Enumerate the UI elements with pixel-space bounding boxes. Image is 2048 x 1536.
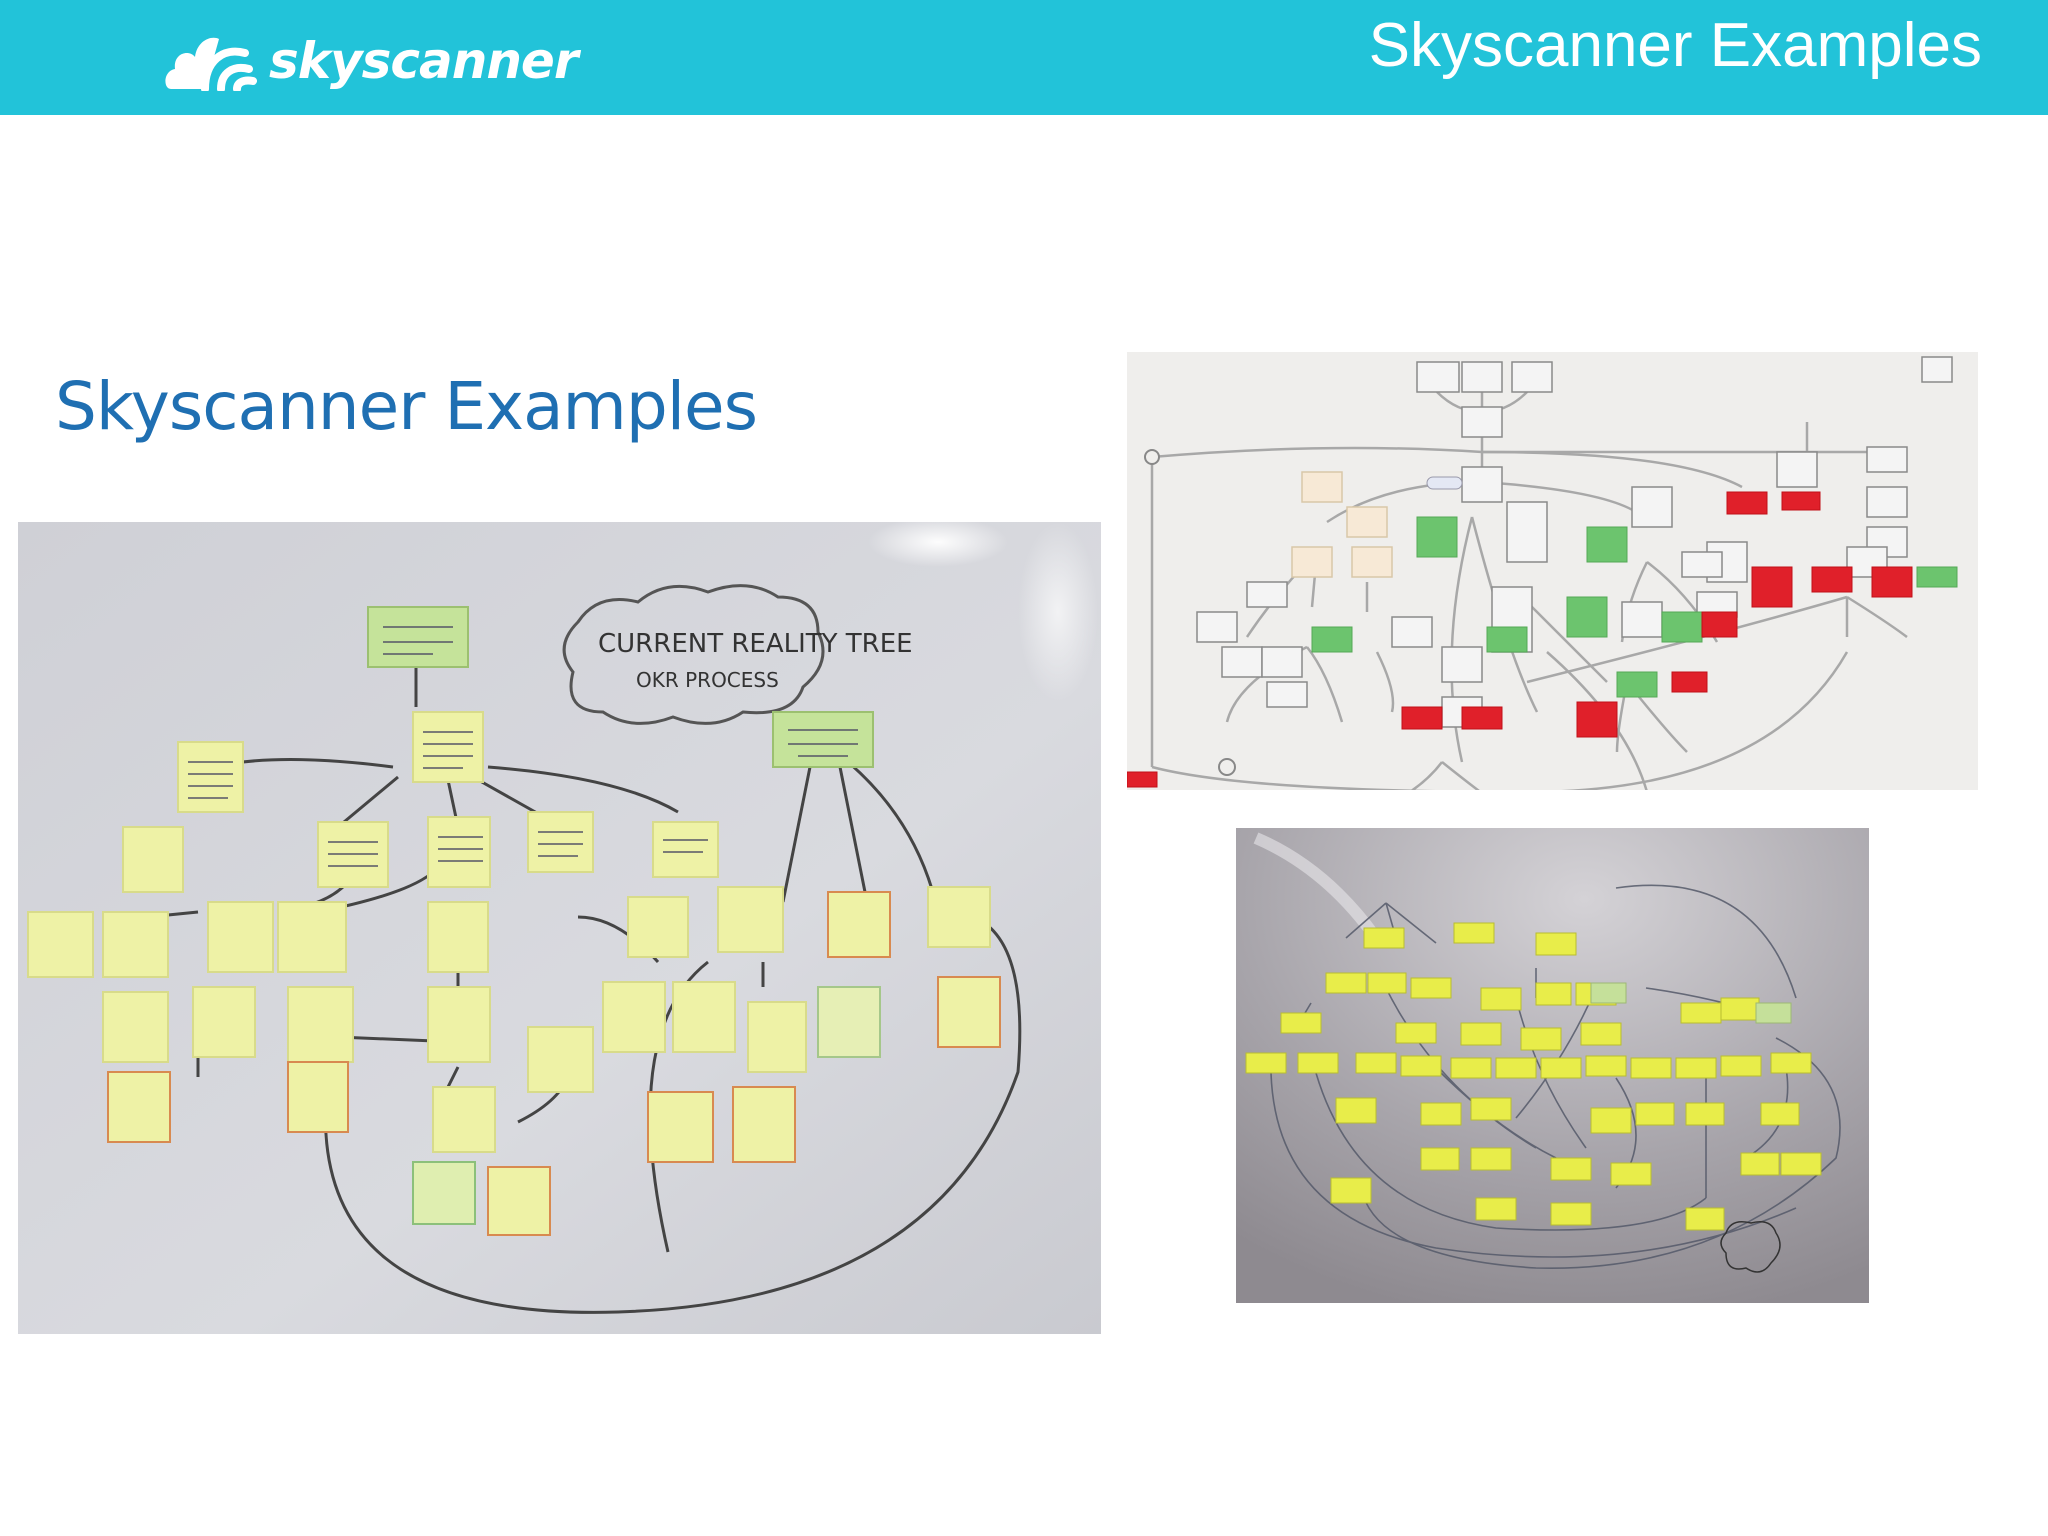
brand-name: skyscanner	[269, 32, 579, 90]
digital-tree-illustration	[1127, 352, 1978, 790]
slide-title: Skyscanner Examples	[55, 368, 758, 445]
cloud-caption-line2: OKR PROCESS	[636, 668, 779, 692]
wall-sticky-notes-photo	[1236, 828, 1869, 1303]
whiteboard-photo: CURRENT REALITY TREE OKR PROCESS	[18, 522, 1101, 1334]
whiteboard-illustration: CURRENT REALITY TREE OKR PROCESS	[18, 522, 1101, 1334]
skyscanner-logo: skyscanner	[165, 26, 579, 96]
header-bar: skyscanner Skyscanner Examples	[0, 0, 2048, 115]
header-title: Skyscanner Examples	[1368, 11, 1982, 80]
digital-tree-diagram	[1127, 352, 1978, 790]
skyscanner-cloud-icon	[165, 37, 257, 91]
cloud-caption-line1: CURRENT REALITY TREE	[598, 629, 913, 659]
wall-illustration	[1236, 828, 1869, 1303]
